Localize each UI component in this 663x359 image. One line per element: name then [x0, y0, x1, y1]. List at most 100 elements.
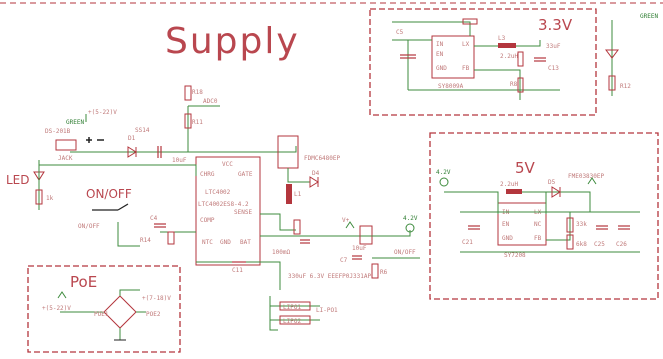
u1-pin-ntc: NTC	[202, 239, 213, 246]
lipo1-conn	[279, 301, 311, 311]
wire-chrg	[39, 164, 197, 176]
section-title-3v3: 3.3V	[538, 16, 573, 34]
r-led-label: 1k	[46, 195, 54, 202]
section-title-led: LED	[6, 173, 30, 187]
frame-5v	[429, 132, 659, 300]
r14	[167, 231, 175, 245]
lipo1-label: LIPO1	[283, 304, 301, 311]
r-5v-top-label: 33k	[576, 221, 587, 228]
poe-plus-label: +(7-18)V	[142, 295, 171, 302]
wire-lipo-gnd	[269, 296, 278, 331]
page-title: Supply	[165, 21, 300, 62]
section-title-poe: PoE	[70, 273, 97, 291]
lipo2-label: LIPO2	[283, 318, 301, 325]
r11	[184, 113, 192, 129]
v5-in-label: 4.2V	[436, 169, 451, 176]
u1-pin-chrg: CHRG	[200, 171, 215, 178]
u3-pin-gnd: GND	[502, 235, 513, 242]
d4-label: D4	[312, 170, 320, 177]
lipo-type-label: LI-PO1	[316, 307, 338, 314]
fet-label: FDMC6480EP	[304, 155, 341, 162]
jack-connector	[55, 139, 77, 151]
d5-label: D5	[548, 179, 556, 186]
c26-label: C26	[616, 241, 627, 248]
wire-fet-out	[287, 168, 310, 183]
r17-3v3	[462, 18, 478, 25]
wire-5v-out	[546, 191, 591, 212]
c-33u-label: 33uF	[546, 43, 561, 50]
r-3v3-div	[517, 51, 524, 67]
u1-pin-sense: SENSE	[234, 209, 252, 216]
r12	[608, 75, 616, 91]
c13-label: C13	[548, 65, 559, 72]
r14-label: R14	[140, 237, 151, 244]
u2-ic	[431, 35, 475, 79]
u3-pin-nc: NC	[534, 221, 542, 228]
onoff-net-label: ON/OFF	[394, 249, 416, 256]
u1-label-b: LTC4002ES8-4.2	[198, 201, 249, 208]
d1-label: D1	[128, 135, 136, 142]
r6	[371, 263, 379, 279]
vbat-label: 4.2V	[403, 215, 418, 222]
poe-vin-label: +(5-22)V	[42, 305, 71, 312]
c5-label: C5	[396, 29, 404, 36]
u1-pin-gate: GATE	[238, 171, 253, 178]
c-10u-label: 10uF	[172, 157, 187, 164]
c4-label: C4	[150, 215, 158, 222]
wire-3v3-c	[474, 40, 541, 47]
l-5v-inductor	[506, 189, 522, 194]
wire-poe-top	[119, 289, 140, 296]
u2-pin-lx: LX	[462, 41, 470, 48]
fet5-label: FME03830EP	[568, 173, 605, 180]
led-3v3-green: GREEN	[640, 13, 658, 20]
r-5v-bot-label: 6k8	[576, 241, 587, 248]
r-sense	[293, 219, 301, 235]
section-title-5v: 5V	[515, 159, 536, 177]
u1-label: LTC4002	[205, 189, 231, 196]
poe2-label: POE2	[146, 311, 161, 318]
u2-pin-in: IN	[436, 41, 444, 48]
r-led	[35, 189, 43, 205]
u3-pin-en: EN	[502, 221, 510, 228]
c21-label: C21	[462, 239, 473, 246]
d1-diode	[127, 146, 137, 158]
r6-label: R6	[380, 269, 388, 276]
sw-power	[359, 225, 373, 245]
u1-ic	[195, 156, 261, 266]
d5-diode	[551, 186, 561, 198]
c25-label: C25	[594, 241, 605, 248]
frame-3v3	[369, 8, 597, 116]
poe-bridge	[103, 295, 137, 329]
c-10u-b-label: 10uF	[352, 245, 367, 252]
l3-label: L3	[498, 35, 506, 42]
u2-label: SY8009A	[438, 83, 464, 90]
wire-3v3-a	[392, 21, 471, 36]
adc-label: ADC0	[203, 98, 218, 105]
wire-fet	[260, 146, 297, 153]
ds201b-label: DS-201B	[45, 128, 71, 135]
u3-pin-fb: FB	[534, 235, 542, 242]
l3-inductor	[498, 43, 516, 48]
r18-label: R18	[192, 89, 203, 96]
poe1-label: POE1	[94, 311, 109, 318]
u3-ic	[497, 202, 547, 246]
u2-pin-fb: FB	[462, 65, 470, 72]
wire-5v-in	[444, 191, 499, 214]
batt-cap-label: 330uF 6.3V EEEFP0J331AP	[288, 273, 371, 280]
r18	[184, 85, 192, 101]
wire-vbat-out	[372, 230, 411, 237]
l1-label: L1	[294, 191, 302, 198]
l3-value: 2.2uH	[500, 53, 518, 60]
sw-onoff-label: ON/OFF	[78, 223, 100, 230]
u2-pin-gnd: GND	[436, 65, 447, 72]
vbat-terminal	[405, 223, 415, 233]
l-5v-label: 2.2uH	[500, 181, 518, 188]
c11-label: C11	[232, 267, 243, 274]
r8-label: R8	[510, 81, 518, 88]
u1-pin-vcc: VCC	[222, 161, 233, 168]
sw-lever	[117, 203, 129, 211]
u1-pin-bat: BAT	[240, 239, 251, 246]
v5-in-terminal	[439, 177, 449, 187]
